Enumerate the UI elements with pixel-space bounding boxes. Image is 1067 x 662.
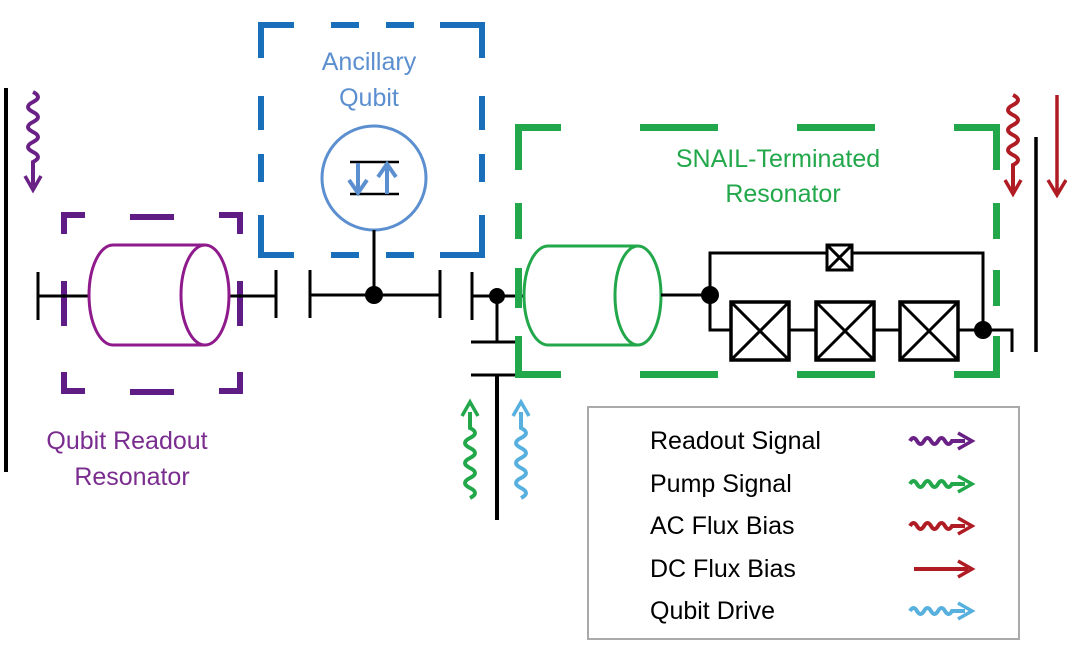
small-josephson-junction [825, 243, 854, 272]
down-arrow-icon [347, 163, 369, 197]
readout-signal-arrow [23, 90, 43, 194]
wavy-arrow-icon [908, 601, 976, 621]
dc-flux-arrow [1046, 95, 1067, 199]
snail-resonator-cylinder [522, 244, 663, 347]
snail-label-line1: SNAIL-Terminated [676, 145, 880, 173]
legend-item: DC Flux Bias [650, 555, 976, 583]
ancillary-qubit-label-line1: Ancillary [322, 48, 417, 76]
wavy-arrow-icon [908, 474, 976, 494]
junction-node [365, 286, 383, 304]
legend-item: AC Flux Bias [650, 512, 976, 540]
junction-node [701, 286, 719, 304]
up-arrow-icon [376, 160, 398, 194]
josephson-junction [898, 300, 960, 362]
legend-item: Qubit Drive [650, 597, 976, 625]
ancillary-qubit-label-line2: Qubit [339, 84, 399, 112]
legend-label: AC Flux Bias [650, 512, 794, 540]
josephson-junction [814, 300, 876, 362]
legend-label: Pump Signal [650, 470, 792, 498]
readout-resonator-cylinder [87, 243, 231, 347]
straight-arrow-icon [914, 559, 976, 579]
wavy-arrow-icon [908, 516, 976, 536]
snail-label-line2: Resonator [725, 180, 840, 208]
legend-item: Readout Signal [650, 427, 976, 455]
pump-signal-arrow [460, 398, 480, 500]
qubit-drive-arrow [511, 398, 531, 500]
junction-node [974, 321, 992, 339]
legend-item: Pump Signal [650, 470, 976, 498]
wavy-arrow-icon [908, 431, 976, 451]
readout-resonator-label-line1: Qubit Readout [46, 427, 207, 455]
readout-resonator-box [61, 212, 243, 395]
josephson-junction [729, 300, 791, 362]
legend-label: Qubit Drive [650, 597, 775, 625]
legend-label: Readout Signal [650, 427, 821, 455]
qubit-symbol [320, 124, 428, 232]
readout-resonator-label-line2: Resonator [74, 463, 189, 491]
ac-flux-arrow [1003, 93, 1023, 198]
ancillary-qubit-box [258, 22, 485, 258]
legend-label: DC Flux Bias [650, 555, 796, 583]
snail-resonator-box [515, 124, 1000, 378]
